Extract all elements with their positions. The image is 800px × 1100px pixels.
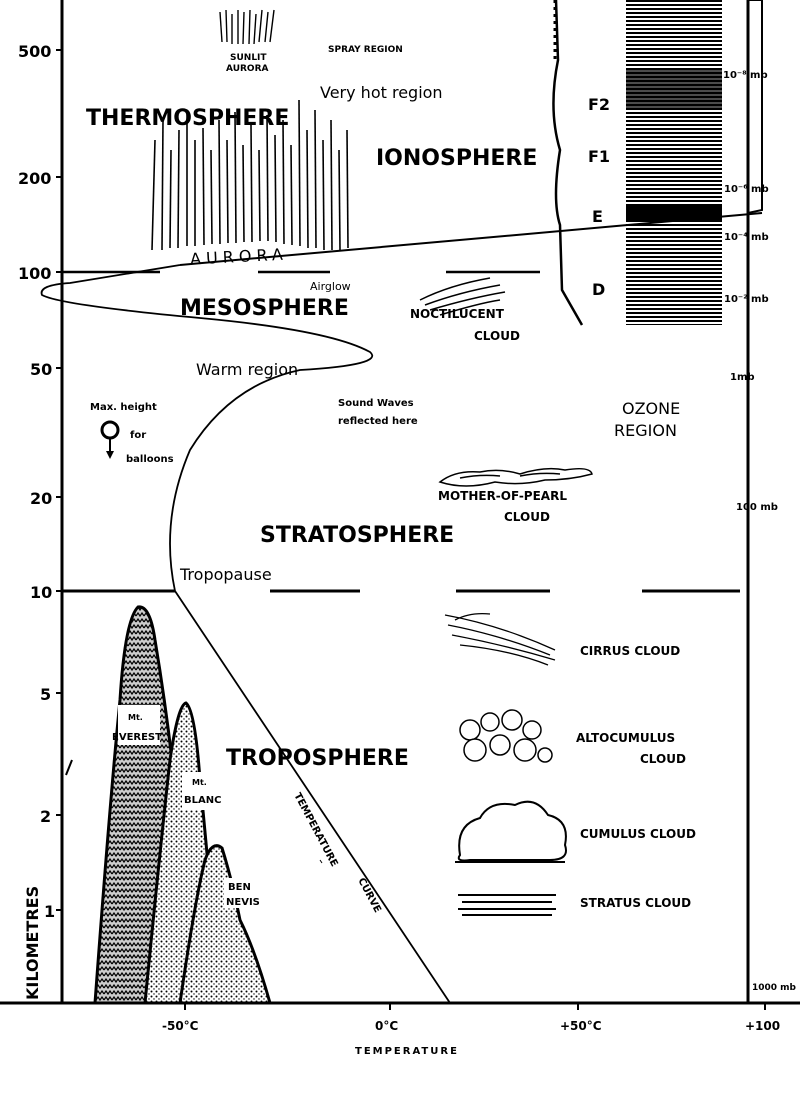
pressure-label: 10⁻⁶ mb — [724, 184, 769, 195]
y-tick-label: 50 — [30, 360, 52, 379]
y-ticks — [56, 49, 62, 911]
label-ionosphere: IONOSPHERE — [376, 146, 537, 171]
label-tropopause: Tropopause — [179, 565, 272, 584]
y-tick-label: 2 — [40, 807, 51, 826]
ionosphere-band — [626, 0, 722, 325]
label-balloon-balloons: balloons — [126, 454, 174, 465]
y-tick-label: 1 — [44, 902, 55, 921]
label-cumulus: CUMULUS CLOUD — [580, 827, 696, 841]
label-sunlit: SUNLIT — [230, 53, 267, 63]
label-everest-mt: Mt. — [128, 713, 143, 722]
balloon-icon — [100, 420, 120, 459]
ionosphere-boundary — [552, 0, 584, 326]
label-ozone: OZONE — [622, 399, 680, 418]
y-tick-label: 200 — [18, 169, 51, 188]
label-nevis: NEVIS — [226, 897, 260, 908]
label-noctilucent: NOCTILUCENT — [410, 307, 505, 321]
label-spray-region: SPRAY REGION — [328, 45, 403, 55]
x-tick-label: 0°C — [375, 1019, 398, 1033]
y-tick-label: 500 — [18, 42, 51, 61]
label-mother-of-pearl-cloud: CLOUD — [504, 510, 550, 524]
aurora-rays — [151, 99, 349, 251]
label-warm-region: Warm region — [196, 360, 298, 379]
temperature-curve — [40, 264, 451, 1004]
ionosphere-layer-f1: F1 — [588, 147, 610, 166]
pressure-label: 100 mb — [736, 502, 778, 513]
pressure-label: 1mb — [730, 372, 755, 383]
label-blanc: BLANC — [184, 795, 221, 806]
label-ozone-region: REGION — [614, 421, 677, 440]
cumulus-cloud-icon — [455, 800, 567, 863]
label-balloon-max: Max. height — [90, 402, 157, 413]
thermosphere-boundary — [179, 212, 763, 266]
y-tick-label: 20 — [30, 489, 52, 508]
noctilucent-cloud-icon — [419, 277, 506, 316]
label-aurora: AURORA — [190, 245, 289, 269]
y-tick-label: 10 — [30, 583, 52, 602]
mother-of-pearl-cloud-icon — [438, 467, 593, 487]
y-tick-label: 100 — [18, 264, 51, 283]
x-tick-label: -50°C — [162, 1019, 199, 1033]
label-altocumulus-cloud: CLOUD — [640, 752, 686, 766]
label-ben: BEN — [228, 882, 251, 893]
label-mother-of-pearl: MOTHER-OF-PEARL — [438, 489, 567, 503]
x-tick-label: +50°C — [560, 1019, 602, 1033]
mountain-ben-nevis — [178, 844, 272, 1005]
label-airglow: Airglow — [310, 280, 351, 293]
sunlit-aurora-rays — [219, 9, 275, 45]
label-blanc-mt: Mt. — [192, 778, 207, 787]
x-axis-label: TEMPERATURE — [355, 1046, 459, 1057]
altocumulus-cloud-icon — [459, 709, 553, 763]
label-sunlit-aurora: AURORA — [226, 64, 269, 74]
label-thermosphere: THERMOSPHERE — [86, 106, 289, 131]
y-tick-label: 5 — [40, 685, 51, 704]
cirrus-cloud-icon — [444, 612, 556, 666]
label-cirrus: CIRRUS CLOUD — [580, 644, 680, 658]
ionosphere-layer-e: E — [592, 207, 603, 226]
label-altocumulus: ALTOCUMULUS — [576, 731, 675, 745]
x-tick-label: +100 — [745, 1019, 780, 1033]
label-very-hot-region: Very hot region — [320, 83, 443, 102]
label-everest: EVEREST — [112, 732, 162, 743]
label-troposphere: TROPOSPHERE — [226, 746, 409, 771]
label-noctilucent-cloud: CLOUD — [474, 329, 520, 343]
label-balloon-for: for — [130, 430, 146, 441]
stratus-cloud-icon — [458, 894, 556, 916]
ionosphere-layer-f2: F2 — [588, 95, 610, 114]
label-mesosphere: MESOSPHERE — [180, 296, 349, 321]
pressure-label: 10⁻⁸ mb — [723, 70, 768, 81]
pressure-label: 1000 mb — [752, 983, 797, 993]
y-axis-label: KILOMETRES — [23, 886, 42, 1000]
pressure-label: 10⁻⁴ mb — [724, 232, 769, 243]
pressure-bracket — [747, 0, 763, 214]
label-stratus: STRATUS CLOUD — [580, 896, 691, 910]
label-sound-waves: Sound Waves — [338, 398, 414, 409]
pressure-label: 10⁻² mb — [724, 294, 769, 305]
label-sound-reflected: reflected here — [338, 416, 418, 427]
ionosphere-layer-d: D — [592, 280, 605, 299]
label-stratosphere: STRATOSPHERE — [260, 523, 454, 548]
